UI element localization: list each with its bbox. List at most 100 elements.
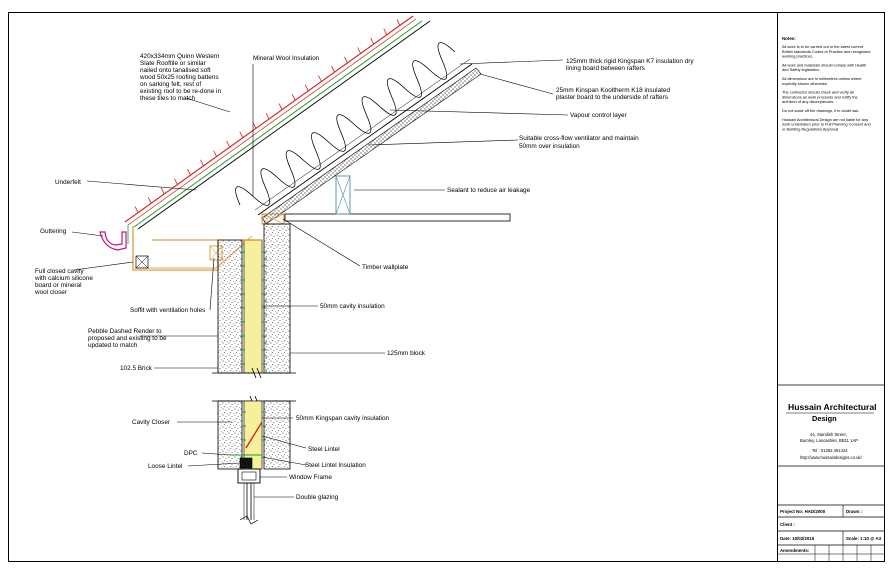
label-k7-line1: 125mm thick rigid Kingspan K7 insulation… xyxy=(566,58,694,65)
svg-text:these tiles to match: these tiles to match xyxy=(140,95,196,102)
firm-address-1: 44, Standish Street, xyxy=(810,432,847,437)
steel-lintel xyxy=(245,421,263,449)
cavity-wall-upper xyxy=(212,223,296,379)
firm-web: http://www.hussaindesigns.co.uk/ xyxy=(800,455,863,460)
pitched-roof xyxy=(99,15,511,271)
note-line: Do not scale off the drawings, if in dou… xyxy=(782,108,859,113)
k18-plasterboard xyxy=(261,67,482,225)
label-timber-wallplate: Timber wallplate xyxy=(362,264,409,271)
cross-flow-ventilator xyxy=(335,175,351,215)
drawn-by: Drawn : xyxy=(846,509,863,514)
project-number: Project No: HAD/2000 xyxy=(780,509,826,514)
label-vapour: Vapour control layer xyxy=(570,112,628,119)
note-line: or Building Regulations Approval xyxy=(782,126,838,131)
loose-lintel xyxy=(239,457,253,469)
svg-text:on sarking felt, rest of: on sarking felt, rest of xyxy=(140,81,201,88)
title-block: Hussain Architectural Design 44, Standis… xyxy=(777,384,885,562)
cavity-insulation xyxy=(243,239,263,374)
label-double-glazing: Double glazing xyxy=(296,494,339,501)
label-loose-lintel: Loose Lintel xyxy=(148,463,182,470)
note-line: and Safety legislation. xyxy=(782,67,820,72)
amendments-field: Amendments: xyxy=(780,548,810,553)
svg-text:wood 50x25 roofing battens: wood 50x25 roofing battens xyxy=(139,74,219,81)
inner-block-leaf xyxy=(263,223,291,374)
note-line: All dimensions are in millimetres unless… xyxy=(782,76,862,81)
rafter-top-line xyxy=(137,20,431,230)
note-line: explicitly shown otherwise. xyxy=(782,81,828,86)
outer-brick-leaf-lower xyxy=(217,400,243,470)
svg-text:Slate Rooftile or similar: Slate Rooftile or similar xyxy=(140,60,207,67)
label-ventilator-line1: Suitable cross-flow ventilator and maint… xyxy=(519,135,639,142)
label-guttering: Guttering xyxy=(40,228,67,235)
label-steel-lintel-insulation: Steel Lintel Insulation xyxy=(305,462,366,469)
ventilator-cross-b xyxy=(335,175,351,215)
label-block: 125mm block xyxy=(387,350,426,357)
label-window-frame: Window Frame xyxy=(289,474,332,481)
svg-text:wool closer: wool closer xyxy=(34,289,68,296)
note-line: Hussain Architectural Design are not lia… xyxy=(782,117,868,122)
wallplate-cross-b xyxy=(261,213,285,225)
outer-brick-leaf xyxy=(217,239,243,374)
fascia-bracket-x2 xyxy=(135,255,149,269)
firm-name-line2: Design xyxy=(812,414,837,423)
note-line: architect of any discrepancies. xyxy=(782,99,834,104)
note-line: All work is to be carried out to the lat… xyxy=(782,44,864,49)
label-k7-line2: lining board between rafters xyxy=(566,65,645,72)
label-soffit: Soffit with ventilation holes xyxy=(130,307,205,314)
ceiling-joist xyxy=(284,213,511,222)
break-line-upper xyxy=(212,367,296,379)
leader-lines xyxy=(71,59,569,498)
slate-label: 420x334mm Quinn Western Slate Rooftile o… xyxy=(139,53,221,102)
label-brick: 102.5 Brick xyxy=(120,365,153,372)
sheet-border xyxy=(8,12,885,562)
svg-text:existing roof to be re-done in: existing roof to be re-done in xyxy=(140,88,221,95)
firm-name-line1: Hussain Architectural xyxy=(788,402,877,412)
note-line: British standards Codes of Practice and … xyxy=(782,49,870,54)
date-field: Date: 10/02/2015 xyxy=(780,536,815,541)
render-label: Pebble Dashed Render to proposed and exi… xyxy=(88,328,167,349)
svg-text:with calcium silicone: with calcium silicone xyxy=(34,275,93,282)
note-line: work undertaken prior to Full Planning C… xyxy=(782,122,871,127)
svg-text:Pebble Dashed Render to: Pebble Dashed Render to xyxy=(88,328,162,335)
mineral-wool-roll xyxy=(235,42,456,206)
window-frame xyxy=(237,468,261,484)
k7-board-line xyxy=(254,58,471,211)
svg-text:Full closed cavity: Full closed cavity xyxy=(35,268,84,275)
note-line: The contractor should check and verify a… xyxy=(782,90,854,95)
scale-field: Scale: 1:10 @ A3 xyxy=(846,536,882,541)
fascia-bracket xyxy=(135,255,149,269)
label-kingspan-cavity: 50mm Kingspan cavity insulation xyxy=(296,415,390,422)
notes-heading: Notes: xyxy=(782,36,796,41)
label-k18-line1: 25mm Kinspan Kooltherm K18 insulated xyxy=(556,87,670,94)
svg-text:updated to match: updated to match xyxy=(88,342,138,349)
label-ventilator-line2: 50mm over insulation xyxy=(519,143,580,150)
svg-text:proposed and existing to be: proposed and existing to be xyxy=(88,335,167,342)
roof-tile-battens xyxy=(134,19,401,213)
label-mineral-wool: Mineral Wool Insulation xyxy=(253,55,320,62)
firm-address-2: Burnley, Lancashire, BB11 1AP xyxy=(800,438,858,443)
svg-text:board or mineral: board or mineral xyxy=(35,282,82,289)
sarking-felt-line xyxy=(133,20,423,228)
note-line: dimensions as work proceeds and notify t… xyxy=(782,94,858,99)
label-cavity-insulation: 50mm cavity insulation xyxy=(320,303,385,310)
client-field: Client : xyxy=(780,522,795,527)
cavity-wall-lower xyxy=(212,395,296,525)
label-dpc: DPC xyxy=(184,450,198,457)
gutter xyxy=(99,231,127,251)
svg-text:420x334mm Quinn Western: 420x334mm Quinn Western xyxy=(140,53,220,60)
firm-tel: Tel : 01282 451424 xyxy=(812,448,848,453)
label-sealant: Sealant to reduce air leakage xyxy=(447,187,531,194)
notes-body: All work is to be carried out to the lat… xyxy=(782,44,871,131)
insulation-ties xyxy=(240,251,267,373)
window-frame-inner xyxy=(241,471,257,481)
label-k18-line2: plaster board to the underside of rafter… xyxy=(556,94,668,101)
lower-insulation-ties xyxy=(242,411,266,441)
inner-block-leaf-lower xyxy=(263,400,291,470)
roof-tile-line-inner xyxy=(127,18,417,226)
note-line: All work and materials should comply wit… xyxy=(782,62,866,67)
label-underfelt: Underfelt xyxy=(55,179,81,186)
svg-text:nailed onto tanalised soft: nailed onto tanalised soft xyxy=(140,67,211,74)
fascia-board xyxy=(132,226,219,271)
notes-panel: Notes: All work is to be carried out to … xyxy=(782,36,871,131)
